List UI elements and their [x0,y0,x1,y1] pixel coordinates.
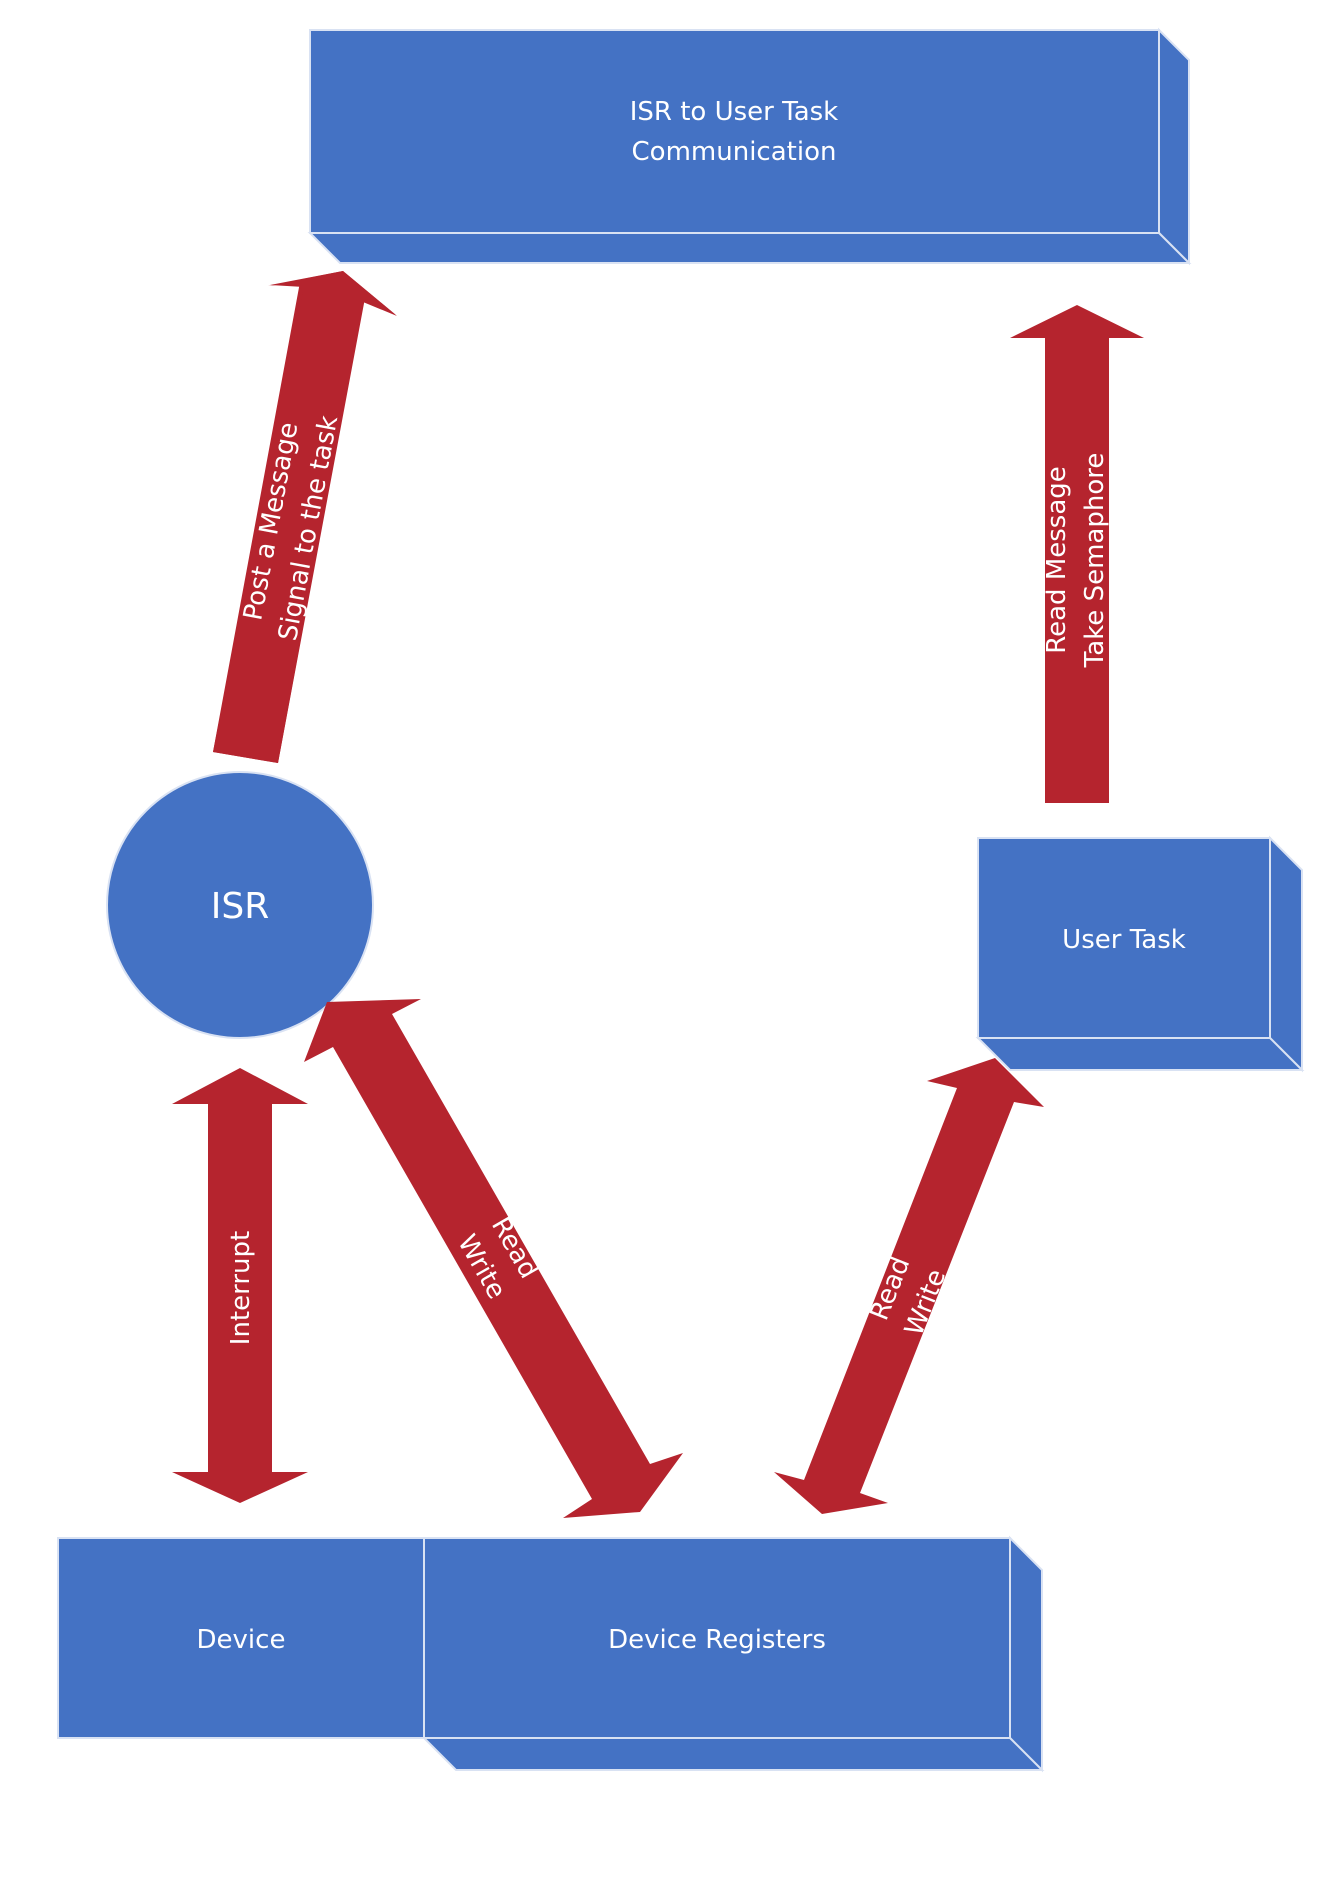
interrupt-label: Interrupt [226,1231,256,1345]
device-label: Device [197,1625,286,1655]
user-task-box: User Task [975,835,1305,1073]
read-message-arrow: Read Message Take Semaphore [1010,305,1144,803]
read-message-label-line1: Read Message [1042,466,1072,654]
user-task-label: User Task [1062,925,1186,955]
isr-read-write-arrow: Read Write [304,999,683,1518]
top-box-title-line1: ISR to User Task [630,97,839,127]
task-read-write-arrow: Read Write [774,1058,1044,1514]
device-registers-label: Device Registers [608,1625,826,1655]
device-registers-box: Device Registers [421,1535,1045,1773]
post-message-arrow: Post a Message Signal to the task [213,271,397,763]
interrupt-arrow: Interrupt [172,1068,308,1503]
read-message-label-line2: Take Semaphore [1080,453,1110,669]
isr-to-user-task-box: ISR to User Task Communication [307,27,1192,266]
isr-label: ISR [211,886,269,927]
device-box: Device [57,1537,425,1739]
top-box-title-line2: Communication [632,137,837,167]
isr-node: ISR [106,771,374,1039]
